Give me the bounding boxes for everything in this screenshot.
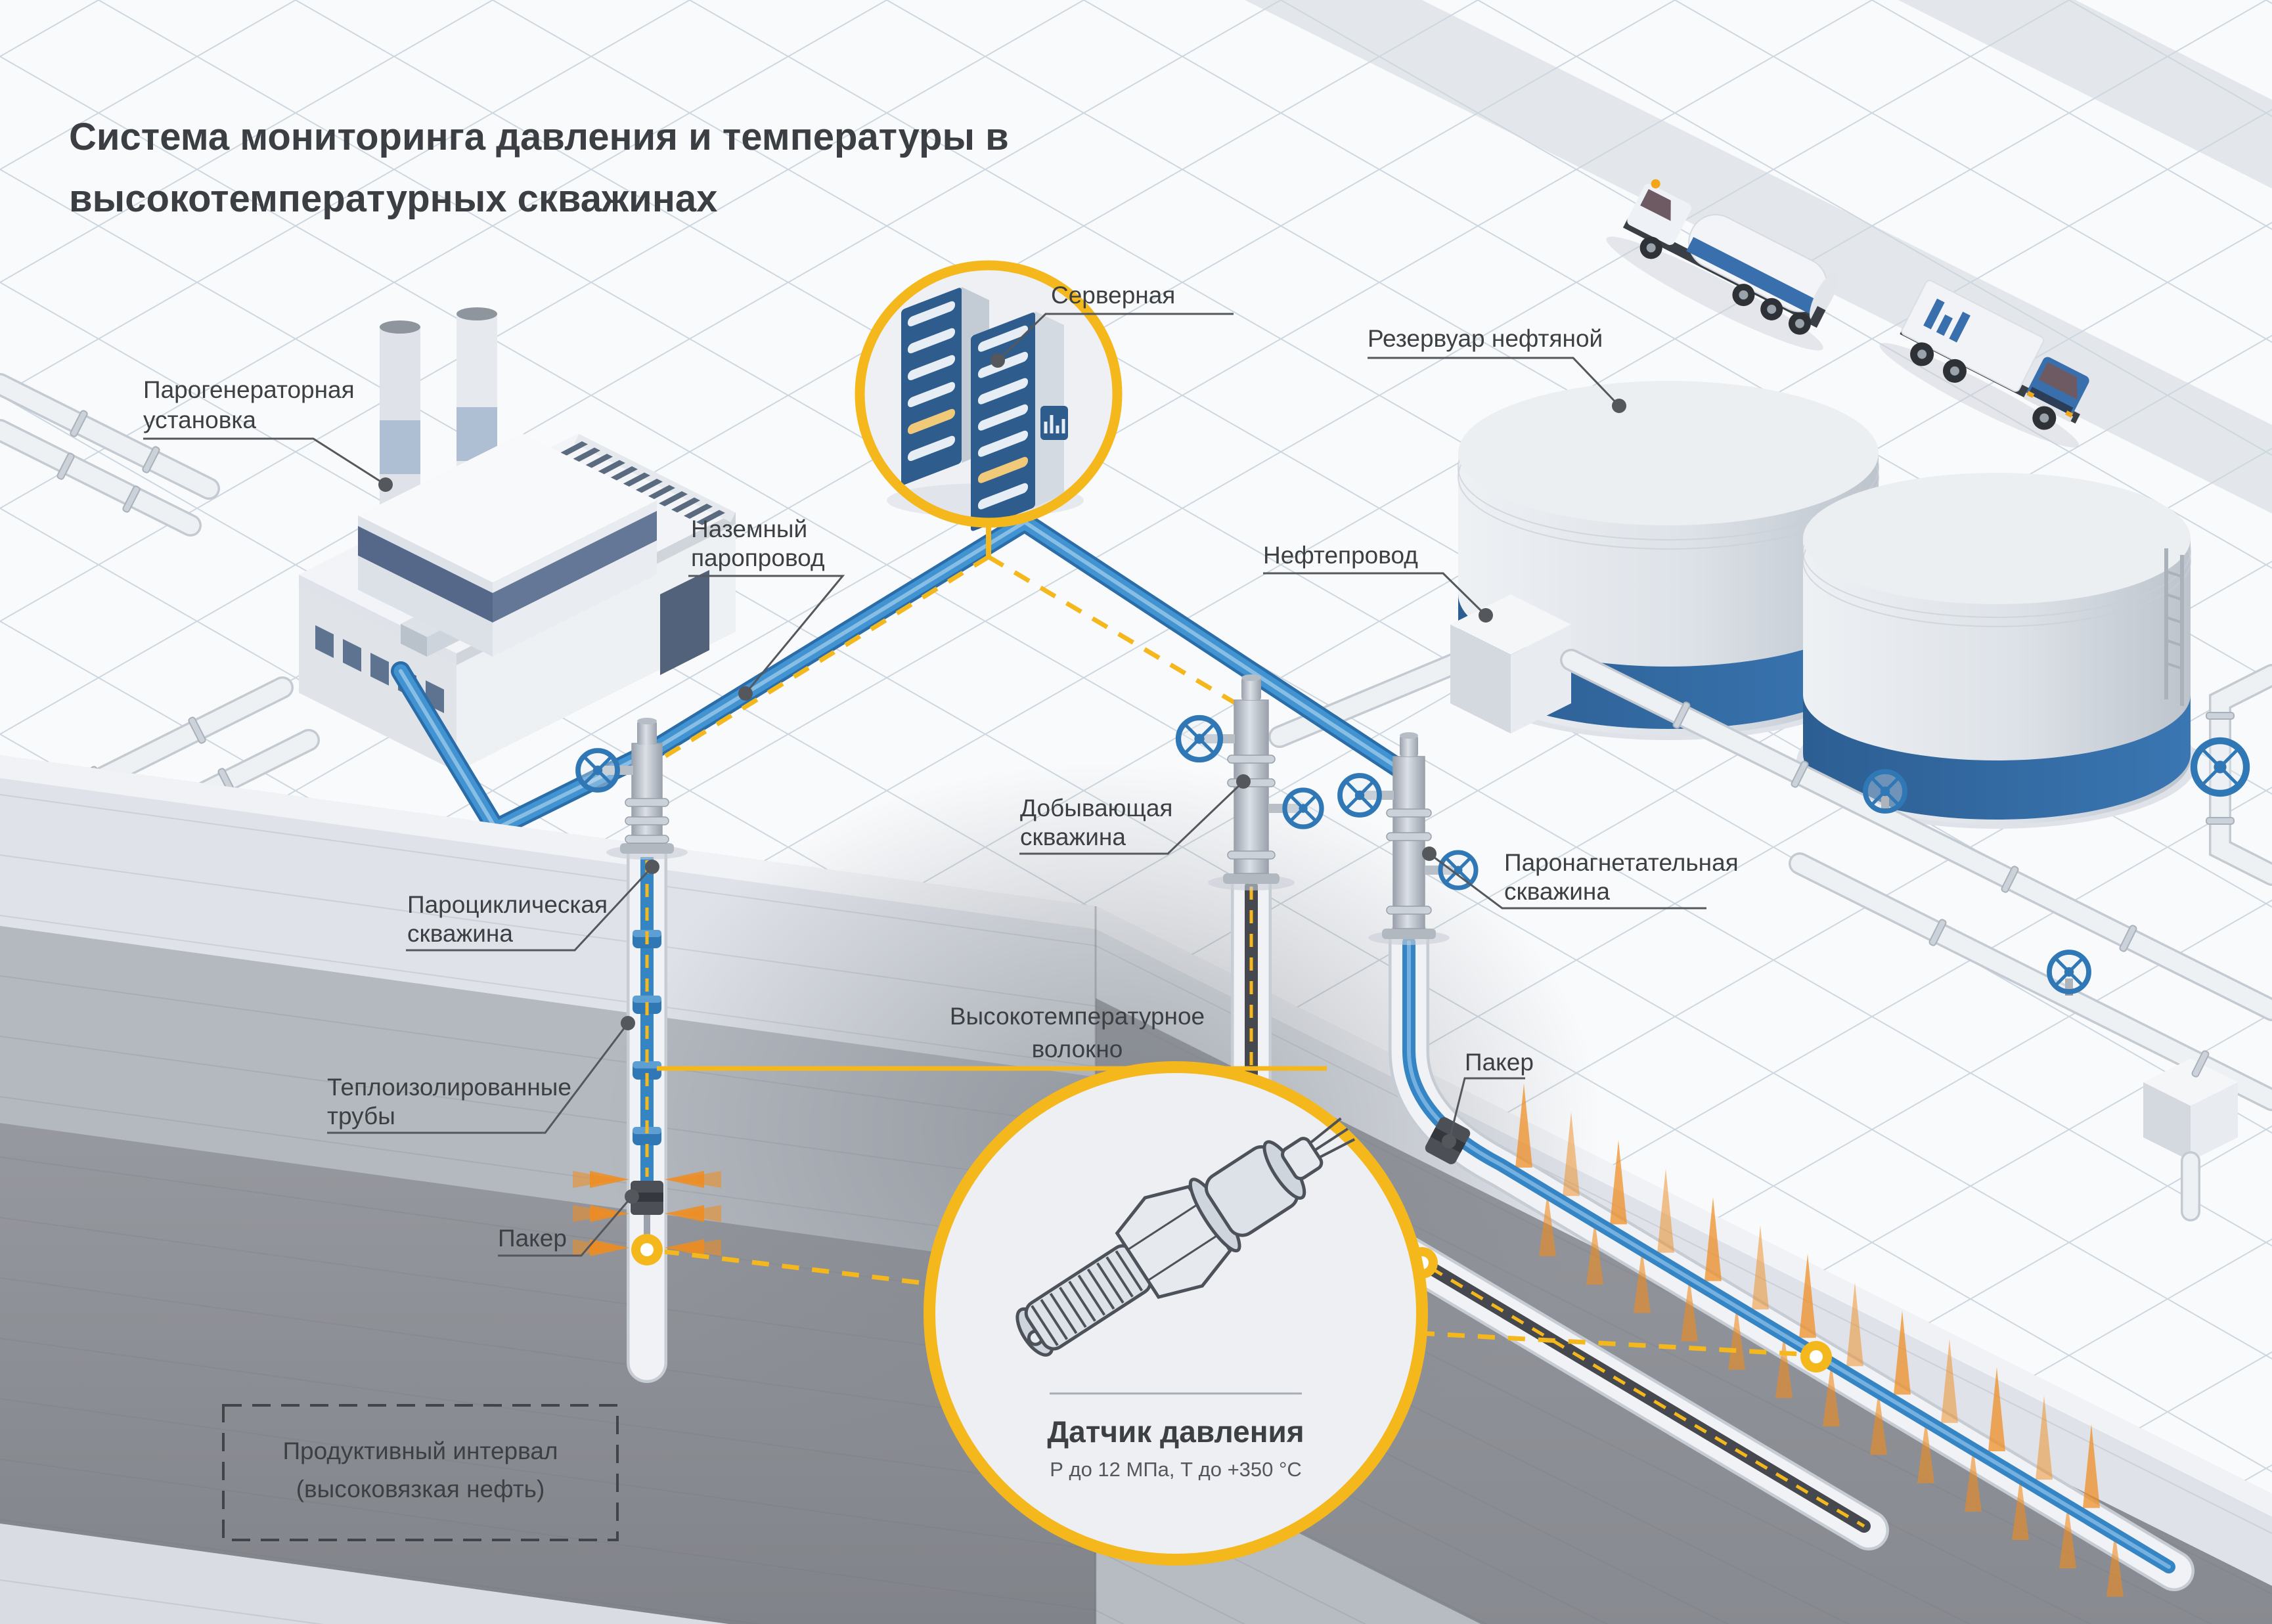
label-production-well: Добывающая	[1020, 795, 1172, 822]
sensor-callout-title: Датчик давления	[1047, 1415, 1304, 1449]
svg-text:трубы: трубы	[327, 1103, 395, 1130]
callout-ring	[855, 260, 1123, 528]
valve-wheel-icon	[1863, 769, 1907, 814]
injection-well-bore	[1389, 919, 2194, 1597]
svg-text:скважина: скважина	[407, 920, 513, 947]
svg-text:установка: установка	[143, 406, 256, 433]
steam-flames-injection	[1515, 1084, 2124, 1597]
svg-text:(высоковязкая нефть): (высоковязкая нефть)	[296, 1476, 545, 1503]
cyclic-wellhead	[575, 718, 688, 860]
production-wellhead	[1175, 674, 1324, 890]
svg-text:скважина: скважина	[1504, 878, 1610, 905]
svg-text:паропровод: паропровод	[691, 544, 825, 571]
label-packer-left: Пакер	[498, 1225, 567, 1252]
vent-grille-icon	[559, 441, 725, 525]
svg-text:волокно: волокно	[1032, 1036, 1123, 1063]
lower-junction-cube	[2143, 1059, 2238, 1221]
svg-text:скважина: скважина	[1020, 823, 1126, 850]
label-oil-reservoir: Резервуар нефтяной	[1368, 325, 1603, 352]
label-insulated-pipes: Теплоизолированные	[327, 1074, 571, 1101]
valve-wheel-icon	[1337, 773, 1382, 818]
valve-wheel-icon	[2047, 950, 2091, 994]
callout-ring	[924, 1061, 1428, 1566]
label-surface-steam-pipeline: Наземный	[691, 516, 807, 542]
page-title-line1: Система мониторинга давления и температу…	[69, 116, 1009, 158]
pressure-sensor-icon	[1015, 1117, 1356, 1357]
oil-tank-front	[1796, 473, 2197, 829]
beacon-icon	[1651, 179, 1660, 188]
tanker-truck	[1606, 179, 1838, 351]
steam-flames-left	[573, 1171, 721, 1256]
cyclic-well-bore	[573, 833, 721, 1383]
right-edge-pipe	[2209, 664, 2272, 886]
valve-wheel-icon	[2190, 737, 2250, 797]
pipeline-junction-cube	[1450, 594, 1571, 734]
injection-wellhead	[1337, 732, 1479, 945]
productive-interval-box	[222, 1404, 619, 1541]
server-room-callout	[855, 260, 1123, 531]
valve-wheel-icon	[1175, 714, 1224, 763]
oil-pipeline-run	[1560, 649, 2272, 1021]
leader-lines	[143, 313, 1706, 1257]
page-title-line2: высокотемпературных скважинах	[69, 177, 717, 220]
label-packer-right: Пакер	[1465, 1049, 1534, 1076]
label-cyclic-well: Пароциклическая	[407, 891, 608, 918]
label-steam-generator: Парогенераторная	[143, 376, 355, 403]
sensor-callout-specs: Р до 12 МПа, Т до +350 °С	[1050, 1458, 1302, 1481]
pipe-joint-rings	[56, 410, 2235, 1078]
server-rack-icon	[971, 311, 1068, 531]
label-high-temp-fiber: Высокотемпературное	[950, 1003, 1205, 1030]
pressure-sensor-callout: Датчик давления Р до 12 МПа, Т до +350 °…	[924, 1061, 1428, 1566]
label-server-room: Серверная	[1051, 282, 1175, 309]
valve-wheel-icon	[1282, 787, 1324, 829]
label-oil-pipeline: Нефтепровод	[1263, 542, 1418, 569]
label-injection-well: Паронагнетательная	[1504, 849, 1739, 876]
label-productive-interval: Продуктивный интервал	[282, 1437, 558, 1464]
server-rack-icon	[901, 287, 989, 485]
factory-door	[660, 570, 709, 675]
tank-ladder-icon	[2164, 548, 2184, 706]
cargo-logo-icon	[1923, 298, 1971, 343]
valve-wheel-icon	[1438, 850, 1479, 890]
box-truck	[1879, 280, 2089, 448]
steam-generator-plant	[299, 307, 736, 772]
valve-wheel-icon	[575, 748, 620, 793]
